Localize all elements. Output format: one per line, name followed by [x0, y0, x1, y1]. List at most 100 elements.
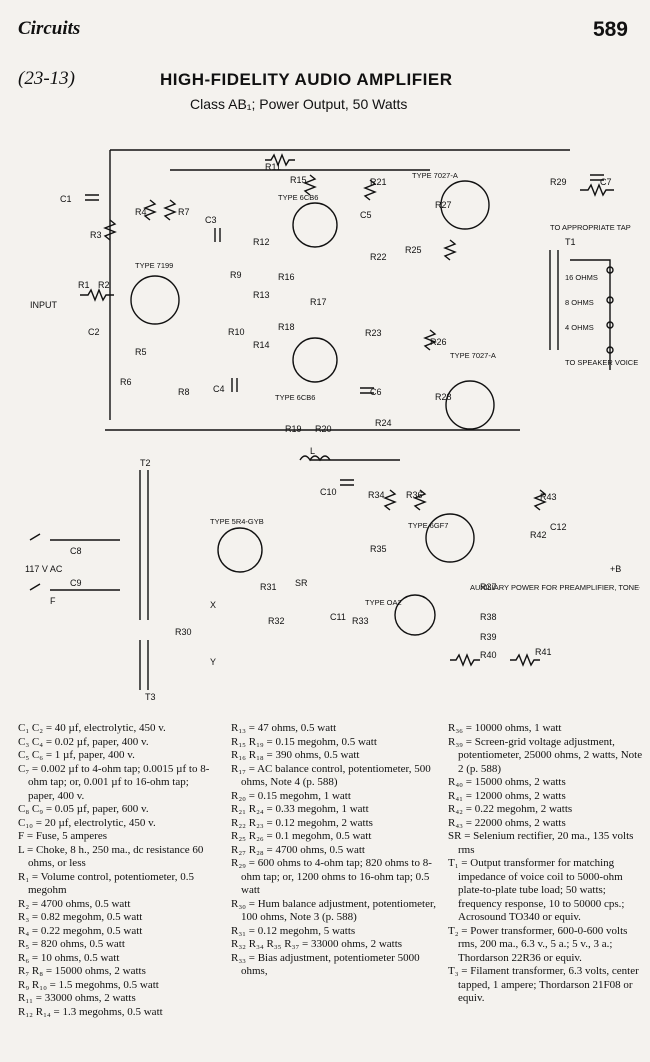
label-r4: R4 [135, 207, 147, 217]
label-r43: R43 [540, 492, 557, 502]
parts-column-2: R₁₃ = 47 ohms, 0.5 watt R₁₅ R₁₉ = 0.15 m… [231, 722, 436, 979]
part-entry: R₁ = Volume control, potentiometer, 0.5 … [18, 870, 195, 897]
label-c8: C8 [70, 546, 82, 556]
label-r2: R2 [98, 280, 110, 290]
label-type6gf7: TYPE 6GF7 [408, 521, 448, 530]
label-t3: T3 [145, 692, 156, 702]
part-entry: R₃₆ = 10000 ohms, 1 watt [448, 722, 562, 734]
part-entry: R₃₁ = 0.12 megohm, 5 watts [231, 924, 356, 937]
part-entry: R₂₀ = 0.15 megohm, 1 watt [231, 789, 351, 802]
part-entry: R₁₂ R₁₄ = 1.3 megohms, 0.5 watt [18, 1005, 163, 1018]
part-entry: R₂₇ R₂₈ = 4700 ohms, 0.5 watt [231, 843, 365, 856]
part-entry: R₆ = 10 ohms, 0.5 watt [18, 951, 120, 964]
label-r30: R30 [175, 627, 192, 637]
label-c11: C11 [330, 612, 346, 622]
part-entry: SR = Selenium rectifier, 20 ma., 135 vol… [448, 830, 634, 856]
label-l: L [310, 446, 315, 456]
label-y: Y [210, 657, 216, 667]
label-t1: T1 [565, 237, 576, 247]
label-r23: R23 [365, 328, 382, 338]
part-entry: C₈ C₉ = 0.05 µf, paper, 600 v. [18, 803, 149, 815]
part-entry: L = Choke, 8 h., 250 ma., dc resistance … [18, 843, 204, 870]
label-r22: R22 [370, 252, 387, 262]
part-entry: R₁₃ = 47 ohms, 0.5 watt [231, 722, 337, 734]
label-r9: R9 [230, 270, 242, 280]
part-entry: R₄₀ = 15000 ohms, 2 watts [448, 776, 566, 788]
label-r28: R28 [435, 392, 452, 402]
label-r39: R39 [480, 632, 497, 642]
label-ohms4: 4 OHMS [565, 323, 594, 332]
label-c10: C10 [320, 487, 337, 497]
label-r29: R29 [550, 177, 567, 187]
circuit-title: HIGH-FIDELITY AUDIO AMPLIFIER [160, 70, 453, 89]
part-entry: R₇ R₈ = 15000 ohms, 2 watts [18, 965, 146, 977]
label-type7199: TYPE 7199 [135, 261, 173, 270]
label-r38: R38 [480, 612, 497, 622]
label-r24: R24 [375, 418, 392, 428]
label-c6: C6 [370, 387, 382, 397]
label-c4: C4 [213, 384, 225, 394]
label-r11: R11 [265, 162, 281, 172]
label-r14: R14 [253, 340, 270, 350]
part-entry: R₃₃ = Bias adjustment, potentiometer 500… [231, 951, 420, 978]
label-ac: 117 V AC [25, 564, 63, 574]
label-r17: R17 [310, 297, 327, 307]
circuit-subtitle: Class AB₁; Power Output, 50 Watts [190, 96, 408, 112]
label-r18: R18 [278, 322, 295, 332]
label-r19: R19 [285, 424, 302, 434]
label-input: INPUT [30, 300, 58, 310]
label-to-tap: TO APPROPRIATE TAP [550, 223, 631, 232]
amplifier-schematic: INPUT R1 R2 R3 R4 R5 R6 R7 R8 R9 R10 R11… [25, 149, 640, 702]
label-typeoa2: TYPE OA2 [365, 598, 402, 607]
circuit-id: (23-13) [18, 68, 75, 89]
part-entry: C₇ = 0.002 µf to 4-ohm tap; 0.0015 µf to… [18, 762, 210, 802]
label-plus-b: +B [610, 564, 621, 574]
label-r16: R16 [278, 272, 295, 282]
label-type5r4: TYPE 5R4-GYB [210, 517, 264, 526]
label-sr: SR [295, 578, 308, 588]
label-r31: R31 [260, 582, 277, 592]
part-entry: R₃₉ = Screen-grid voltage adjustment, po… [448, 735, 643, 775]
part-entry: R₂₉ = 600 ohms to 4-ohm tap; 820 ohms to… [231, 857, 432, 896]
label-r25: R25 [405, 245, 422, 255]
part-entry: R₃₀ = Hum balance adjustment, potentiome… [231, 897, 436, 924]
label-ohms8: 8 OHMS [565, 298, 594, 307]
part-entry: R₁₇ = AC balance control, potentiometer,… [231, 762, 431, 789]
part-entry: R₁₆ R₁₈ = 390 ohms, 0.5 watt [231, 749, 360, 761]
part-entry: T₁ = Output transformer for matching imp… [448, 857, 625, 923]
page-number: 589 [592, 18, 628, 41]
label-r20: R20 [315, 424, 332, 434]
label-r15: R15 [290, 175, 307, 185]
label-type7027a-top: TYPE 7027-A [412, 171, 458, 180]
label-ohms16: 16 OHMS [565, 273, 598, 282]
part-entry: R₄ = 0.22 megohm, 0.5 watt [18, 924, 143, 937]
label-r27: R27 [435, 200, 452, 210]
part-entry: R₅ = 820 ohms, 0.5 watt [18, 938, 125, 950]
part-entry: R₂₁ R₂₄ = 0.33 megohm, 1 watt [231, 803, 369, 815]
label-r37: R37 [480, 582, 497, 592]
label-r12: R12 [253, 237, 270, 247]
label-type7027a-bot: TYPE 7027-A [450, 351, 496, 360]
label-x: X [210, 600, 216, 610]
label-c3: C3 [205, 215, 217, 225]
parts-column-3: R₃₆ = 10000 ohms, 1 watt R₃₉ = Screen-gr… [448, 722, 643, 1006]
label-r34: R34 [368, 490, 385, 500]
label-r42: R42 [530, 530, 547, 540]
label-r7: R7 [178, 207, 190, 217]
label-r1: R1 [78, 280, 90, 290]
label-to-speaker: TO SPEAKER VOICE COIL [565, 358, 640, 367]
part-entry: C₁ C₂ = 40 µf, electrolytic, 450 v. [18, 722, 166, 734]
label-c2: C2 [88, 327, 100, 337]
section-header: Circuits [18, 18, 81, 39]
label-c12: C12 [550, 522, 567, 532]
part-entry: R₄₂ = 0.22 megohm, 2 watts [448, 803, 573, 815]
part-entry: R₂ = 4700 ohms, 0.5 watt [18, 897, 131, 910]
label-r33: R33 [352, 616, 369, 626]
label-c1: C1 [60, 194, 72, 204]
label-r10: R10 [228, 327, 245, 337]
part-entry: C₅ C₆ = 1 µf, paper, 400 v. [18, 749, 135, 761]
label-r32: R32 [268, 616, 285, 626]
parts-column-1: C₁ C₂ = 40 µf, electrolytic, 450 v. C₃ C… [18, 722, 218, 1019]
label-type6cb6b: TYPE 6CB6 [275, 393, 315, 402]
part-entry: C₃ C₄ = 0.02 µf, paper, 400 v. [18, 735, 149, 748]
